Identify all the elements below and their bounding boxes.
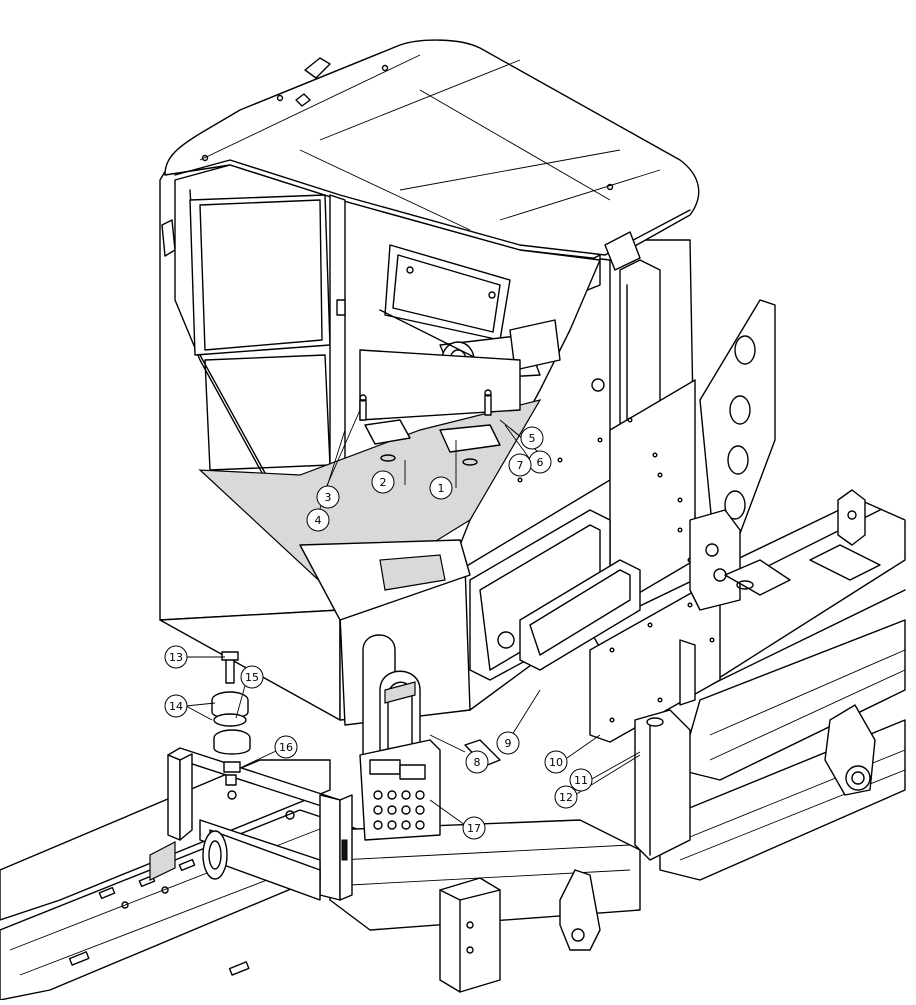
callout-7: 7 xyxy=(508,453,532,477)
front-guard-frame xyxy=(149,747,353,901)
window-frame-9 xyxy=(519,559,641,671)
rear-bracket xyxy=(634,639,696,861)
svg-text:1: 1 xyxy=(438,482,445,495)
callout-1: 1 xyxy=(429,476,453,500)
control-panel-17 xyxy=(359,739,441,841)
callout-3: 3 xyxy=(316,485,340,509)
callout-15: 15 xyxy=(240,665,264,689)
svg-text:16: 16 xyxy=(279,741,293,754)
callout-14: 14 xyxy=(164,694,188,718)
svg-text:5: 5 xyxy=(529,432,536,445)
callout-4: 4 xyxy=(306,508,330,532)
callout-11: 11 xyxy=(569,768,593,792)
rear-step-panel xyxy=(689,299,791,611)
callouts: 1 2 3 4 5 6 7 8 xyxy=(164,426,593,840)
floor-plate-left xyxy=(364,419,411,445)
svg-text:10: 10 xyxy=(549,756,563,769)
callout-13: 13 xyxy=(164,645,188,669)
callout-16: 16 xyxy=(274,735,298,759)
callout-leaders xyxy=(185,409,641,826)
svg-text:8: 8 xyxy=(474,756,481,769)
svg-text:4: 4 xyxy=(315,514,322,527)
callout-10: 10 xyxy=(544,750,568,774)
callout-6: 6 xyxy=(528,450,552,474)
callout-5: 5 xyxy=(520,426,544,450)
callout-12: 12 xyxy=(554,785,578,809)
callout-2: 2 xyxy=(371,470,395,494)
svg-text:7: 7 xyxy=(517,459,524,472)
callout-8: 8 xyxy=(465,750,489,774)
cab-interior xyxy=(174,164,601,621)
svg-text:14: 14 xyxy=(169,700,183,713)
isolator-mount-stack xyxy=(211,651,251,786)
svg-text:3: 3 xyxy=(325,491,332,504)
svg-text:6: 6 xyxy=(537,456,544,469)
floor-plate-right xyxy=(439,424,501,453)
svg-text:11: 11 xyxy=(574,774,588,787)
svg-text:12: 12 xyxy=(559,791,573,804)
svg-text:2: 2 xyxy=(380,476,387,489)
svg-text:13: 13 xyxy=(169,651,183,664)
svg-text:9: 9 xyxy=(505,737,512,750)
svg-text:15: 15 xyxy=(245,671,259,684)
callout-9: 9 xyxy=(496,731,520,755)
svg-text:17: 17 xyxy=(467,822,481,835)
cab-roof xyxy=(161,39,700,296)
callout-17: 17 xyxy=(462,816,486,840)
